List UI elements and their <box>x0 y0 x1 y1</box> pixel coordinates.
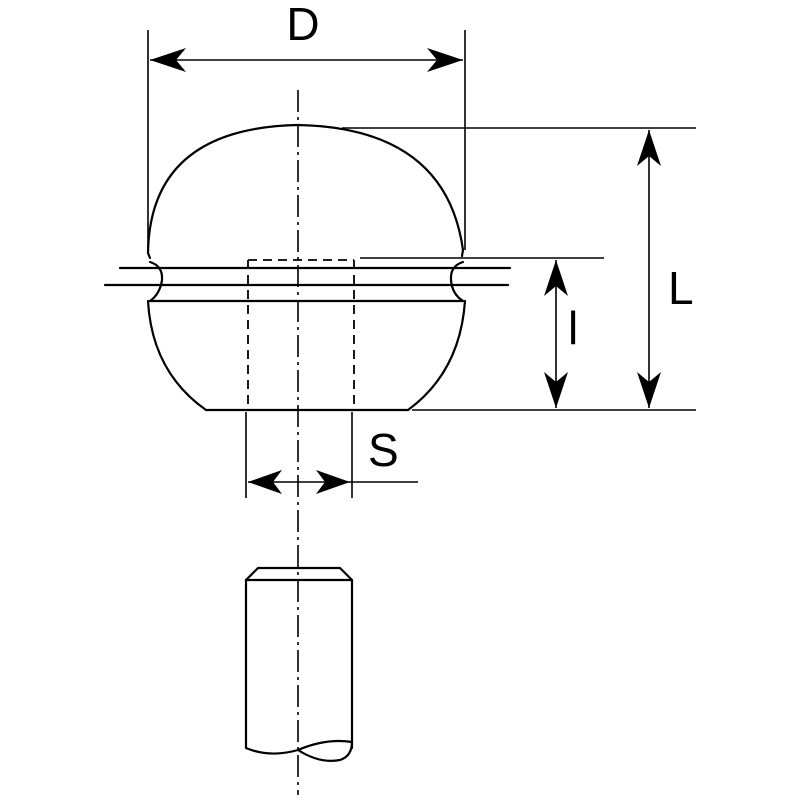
dome-right-edge <box>460 248 465 258</box>
l-arrow-top <box>637 130 661 166</box>
shaft-break-symbol <box>244 739 354 762</box>
label-l: L <box>668 262 694 314</box>
s-arrow-left <box>248 470 282 494</box>
s-arrow-right <box>316 470 350 494</box>
d-arrow-right <box>427 48 463 72</box>
thread-arrow-bottom <box>544 372 568 408</box>
thread-arrow-top <box>544 260 568 296</box>
knob-lower-body-right <box>406 299 467 412</box>
knob-groove-right <box>449 260 465 303</box>
label-s: S <box>368 424 399 476</box>
l-arrow-bottom <box>637 372 661 408</box>
knob-upper-dome <box>146 123 465 255</box>
label-d: D <box>286 0 319 50</box>
label-thread-length: l <box>568 302 578 354</box>
dome-left-edge <box>146 251 152 260</box>
knob-lower-body <box>146 299 208 412</box>
knob-groove-left <box>148 260 164 303</box>
d-arrow-left <box>150 48 186 72</box>
shaft-body <box>244 566 354 750</box>
